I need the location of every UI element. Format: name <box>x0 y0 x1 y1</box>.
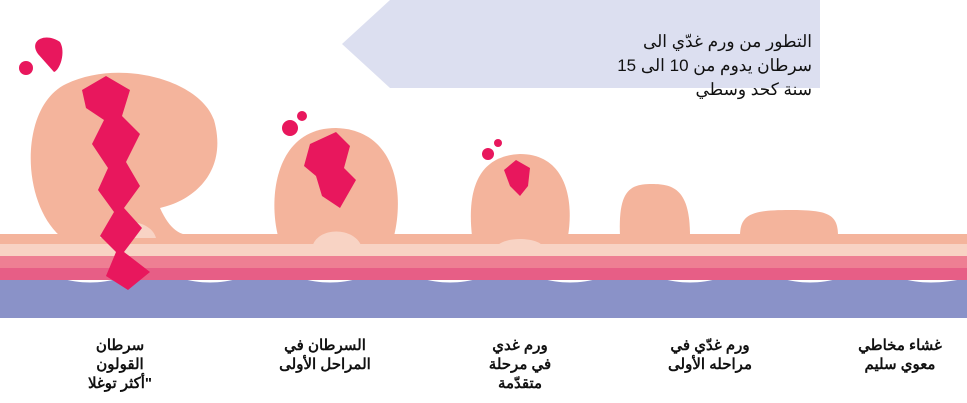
stage-label-invasive-cancer: سرطان القولون "أكثر توغلا <box>50 336 190 393</box>
muscle-band-upper <box>0 255 967 269</box>
tumor-fragment <box>35 38 62 72</box>
stage-label-early-adenoma: ورم غدّي في مراحله الأولى <box>640 336 780 374</box>
tumor-fragment <box>482 148 494 160</box>
tumor-fragment <box>282 120 298 136</box>
submucosa-layer <box>0 274 967 319</box>
stage-label-early-cancer: السرطان في المراحل الأولى <box>255 336 395 374</box>
tumor-fragment <box>19 61 33 75</box>
mucosa-light-band <box>0 242 967 256</box>
tumor-fragment <box>494 139 502 147</box>
tumor-fragment <box>297 111 307 121</box>
callout-text: التطور من ورم غدّي الى سرطان يدوم من 10 … <box>600 30 812 102</box>
adenoma-early <box>620 184 690 236</box>
stage-label-healthy-mucosa: غشاء مخاطي معوي سليم <box>830 336 967 374</box>
mucosa-bump-healthy <box>740 210 838 236</box>
stage-label-advanced-adenoma: ورم غدي في مرحلة متقدّمة <box>450 336 590 393</box>
